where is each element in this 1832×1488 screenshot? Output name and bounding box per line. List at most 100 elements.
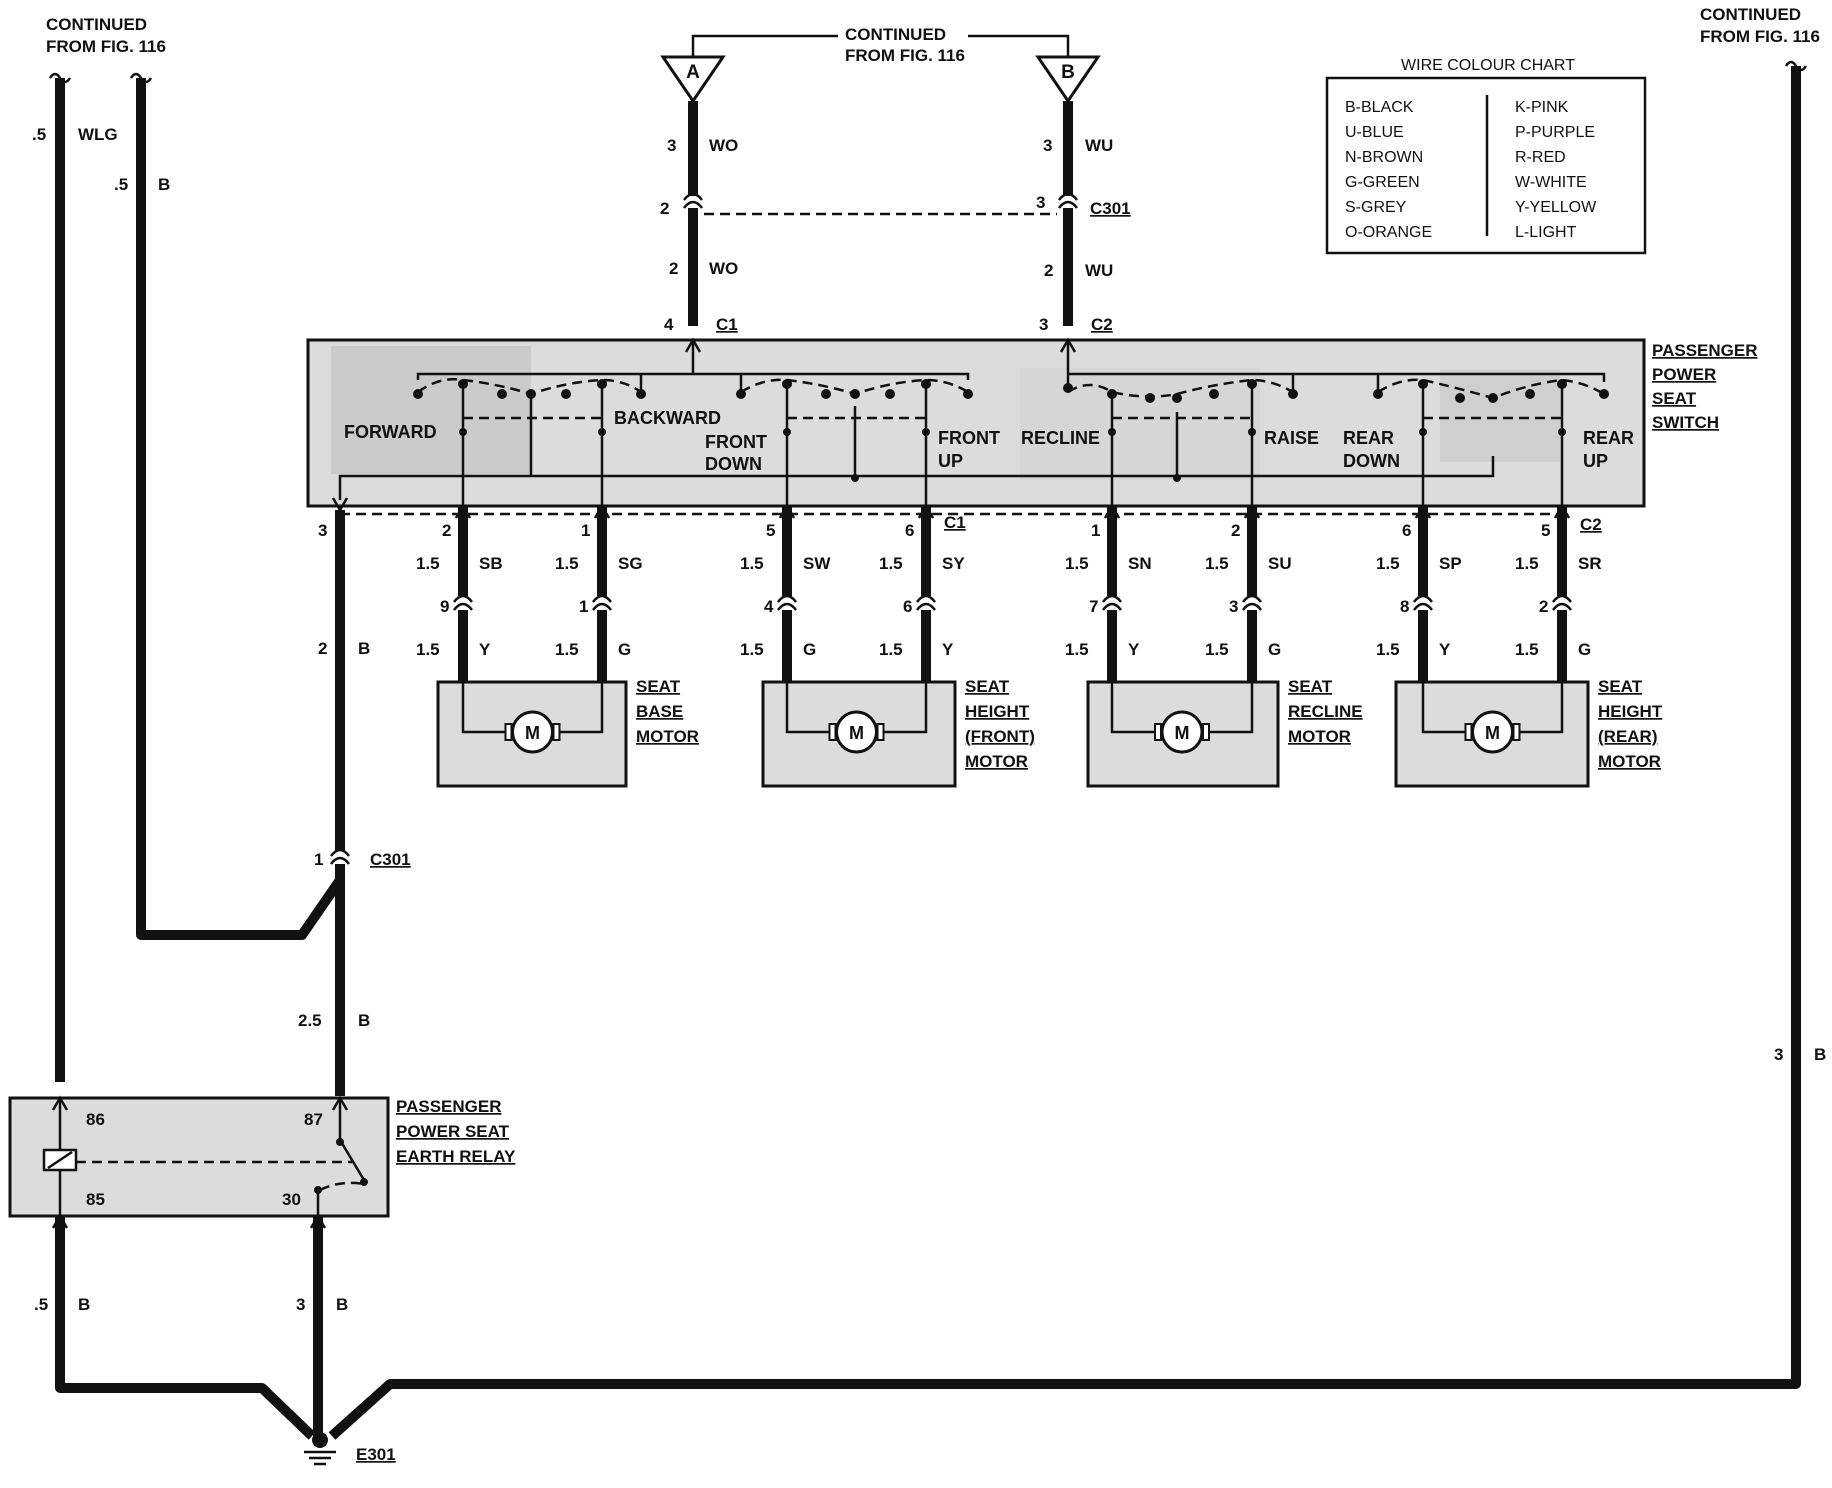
continued-fig-label: FROM FIG. 116: [46, 37, 166, 56]
pin-label: 3: [1039, 315, 1048, 334]
wire-b-supply: .5 B: [114, 72, 345, 940]
wire-color: SN: [1128, 554, 1152, 573]
wire-color: G: [618, 640, 631, 659]
pin-label: 2: [442, 521, 451, 540]
wire-color: SY: [942, 554, 965, 573]
pin-label: 1: [579, 597, 588, 616]
continued-label: CONTINUED: [845, 25, 946, 44]
pin-label: 1: [1091, 521, 1100, 540]
motor-box: [761, 680, 957, 788]
pin-label: 5: [766, 521, 775, 540]
svg-text:POWER: POWER: [1652, 365, 1716, 384]
wire-size: 1.5: [1205, 640, 1229, 659]
passenger-power-seat-switch: FORWARD BACKWARD FRONT DOWN FRONT UP REC…: [306, 337, 1646, 508]
pin-label: 5: [1541, 521, 1550, 540]
wire-color: SU: [1268, 554, 1292, 573]
function-front-down-1: FRONT: [705, 432, 767, 452]
wire-color: Y: [942, 640, 954, 659]
function-recline: RECLINE: [1021, 428, 1100, 448]
motor-icon: [1160, 710, 1204, 754]
motor-name: MOTOR: [636, 727, 699, 746]
input-b: B 3 WU 3 C301 2 WU 3 C2: [1035, 55, 1131, 334]
pin-label: 3: [1043, 136, 1052, 155]
function-front-up-2: UP: [938, 451, 963, 471]
connector-label: C301: [370, 850, 411, 869]
motor-name: HEIGHT: [1598, 702, 1663, 721]
wire-color: SG: [618, 554, 643, 573]
motor-name: SEAT: [636, 677, 681, 696]
wire-size: 1.5: [1515, 554, 1539, 573]
pin-label: 3: [318, 521, 327, 540]
pin-label: 3: [1036, 193, 1045, 212]
colour-code: Y-YELLOW: [1515, 199, 1597, 216]
colour-code: S-GREY: [1345, 199, 1407, 216]
function-rear-up-1: REAR: [1583, 428, 1634, 448]
wire-color: B: [358, 639, 370, 658]
wire-color: SR: [1578, 554, 1602, 573]
wire-size: 1.5: [1065, 554, 1089, 573]
motor-name: HEIGHT: [965, 702, 1030, 721]
wire-size: 2.5: [298, 1011, 322, 1030]
wire-size: 1.5: [1065, 640, 1089, 659]
wire-color: SP: [1439, 554, 1462, 573]
wire-color: B: [158, 175, 170, 194]
wire-size: 1.5: [1376, 554, 1400, 573]
relay-pin-85: 85: [86, 1190, 105, 1209]
colour-code: G-GREEN: [1345, 174, 1420, 191]
wire-color: Y: [1439, 640, 1451, 659]
pin-label: 1: [314, 850, 323, 869]
earth-wires: .5 B 3 B 3 B: [34, 60, 1826, 1440]
continued-top-center: CONTINUED FROM FIG. 116: [691, 25, 1070, 65]
motor-name: BASE: [636, 702, 683, 721]
pin-label: 8: [1400, 597, 1409, 616]
function-rear-down-2: DOWN: [1343, 451, 1400, 471]
motor-symbol: M: [1485, 723, 1500, 743]
continued-label: CONTINUED: [46, 15, 147, 34]
wire-color: WU: [1085, 136, 1113, 155]
contact-group-forward-backward: [413, 374, 646, 506]
relay-pin-86: 86: [86, 1110, 105, 1129]
function-raise: RAISE: [1264, 428, 1319, 448]
colour-code: W-WHITE: [1515, 174, 1587, 191]
colour-code: O-ORANGE: [1345, 224, 1432, 241]
pin-label: 4: [764, 597, 774, 616]
colour-code: N-BROWN: [1345, 149, 1423, 166]
colour-code: P-PURPLE: [1515, 124, 1595, 141]
motor-symbol: M: [1175, 723, 1190, 743]
relay-name: PASSENGER POWER SEAT EARTH RELAY: [396, 1097, 516, 1166]
function-backward: BACKWARD: [614, 408, 721, 428]
function-front-up-1: FRONT: [938, 428, 1000, 448]
chart-left-column: B-BLACKU-BLUEN-BROWNG-GREENS-GREYO-ORANG…: [1345, 99, 1432, 241]
motor-name: SEAT: [1288, 677, 1333, 696]
wire-size: 1.5: [416, 640, 440, 659]
connector-c1-label: C1: [944, 513, 966, 532]
wire-colour-chart: WIRE COLOUR CHART B-BLACKU-BLUEN-BROWNG-…: [1325, 57, 1647, 255]
wire-size: 3: [1774, 1045, 1783, 1064]
svg-text:SWITCH: SWITCH: [1652, 413, 1719, 432]
earth-point: E301: [304, 1432, 396, 1466]
wire-color: B: [1814, 1045, 1826, 1064]
wire-size: .5: [32, 125, 46, 144]
wire-color: B: [78, 1295, 90, 1314]
pin-label: 7: [1089, 597, 1098, 616]
relay-pin-87: 87: [304, 1110, 323, 1129]
pin-label: 2: [1231, 521, 1240, 540]
pin-label: 3: [667, 136, 676, 155]
motor-name: SEAT: [1598, 677, 1643, 696]
wire-color: Y: [1128, 640, 1140, 659]
pin-label: 6: [903, 597, 912, 616]
contact-group-rear: [1373, 374, 1609, 506]
pin-label: 3: [1229, 597, 1238, 616]
motor-name: (REAR): [1598, 727, 1658, 746]
wire-size: .5: [114, 175, 128, 194]
colour-code: L-LIGHT: [1515, 224, 1577, 241]
pin-label: 4: [664, 315, 674, 334]
pin-label: 2: [1044, 261, 1053, 280]
svg-text:SEAT: SEAT: [1652, 389, 1697, 408]
svg-text:PASSENGER: PASSENGER: [1652, 341, 1758, 360]
wire-color: SW: [803, 554, 831, 573]
